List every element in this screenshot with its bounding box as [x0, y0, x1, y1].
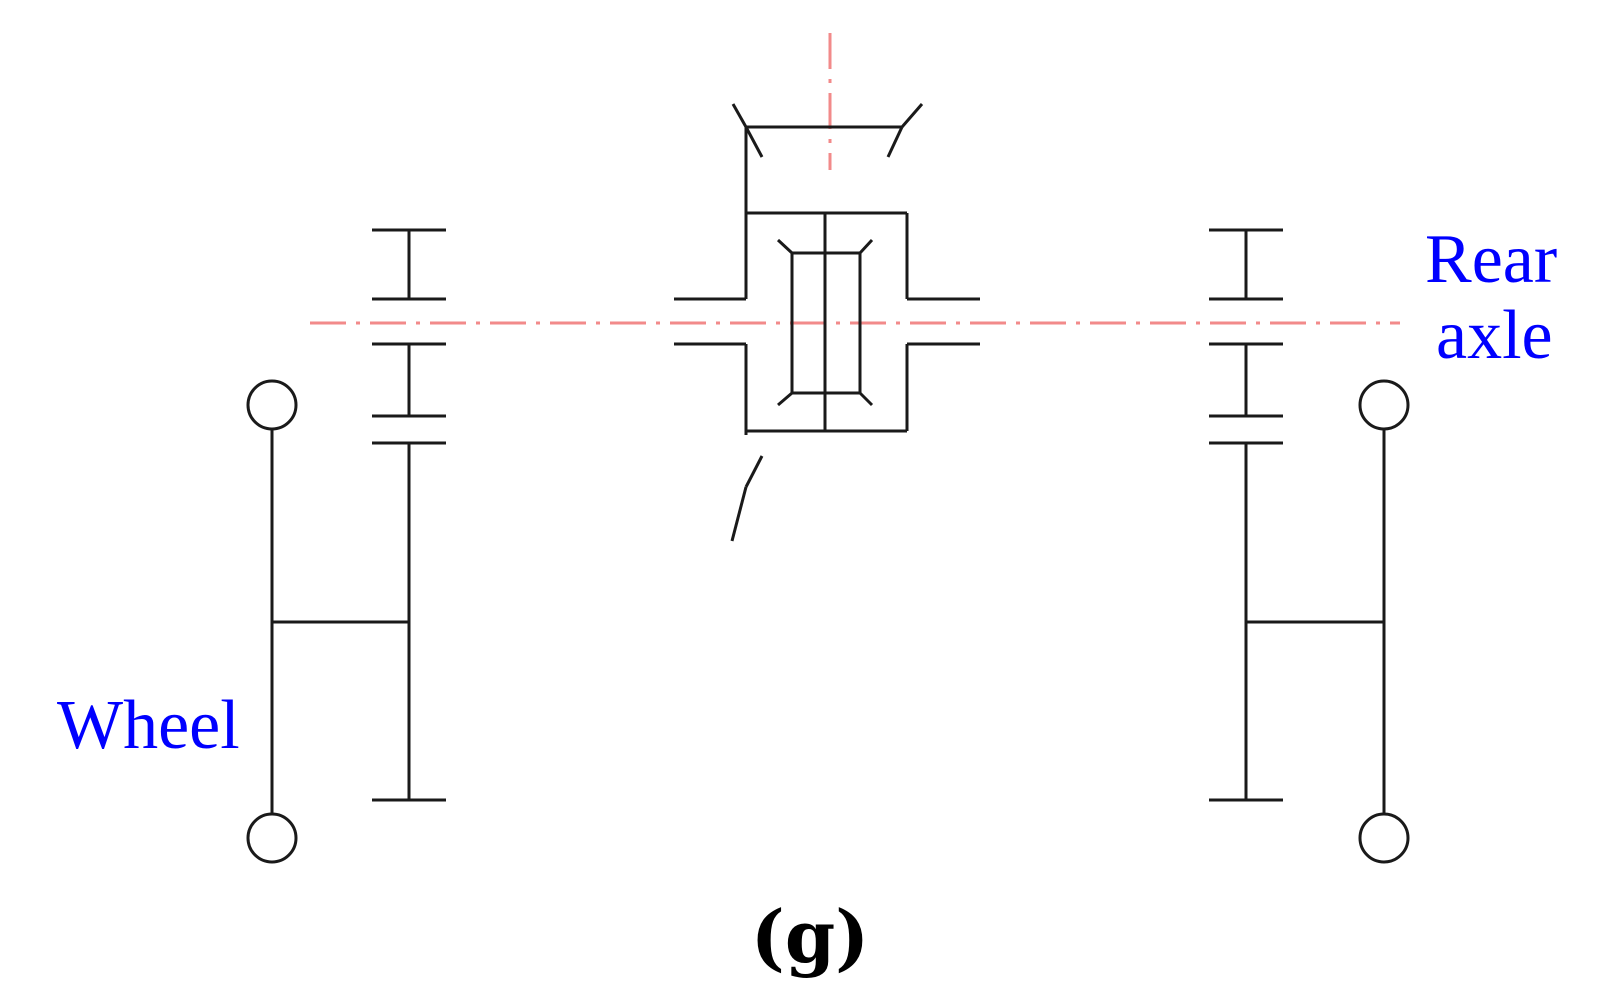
wheel-label: Wheel [57, 687, 240, 764]
left-wheel-assembly [246, 379, 409, 864]
right-wheel-top-hub [1358, 379, 1410, 431]
right-wheel-assembly [1246, 379, 1410, 864]
left-wheel-top-hub [246, 379, 298, 431]
figure-caption: (g) [751, 894, 869, 979]
rear-axle-label-line2: axle [1436, 297, 1553, 374]
differential [674, 103, 980, 542]
left-wheel-bottom-hub [246, 812, 298, 864]
left-hub-gear [372, 228, 446, 802]
centerlines [310, 33, 1400, 325]
right-wheel-bottom-hub [1358, 812, 1410, 864]
right-hub-gear [1209, 228, 1283, 802]
rear-axle-label-line1: Rear [1425, 221, 1557, 298]
